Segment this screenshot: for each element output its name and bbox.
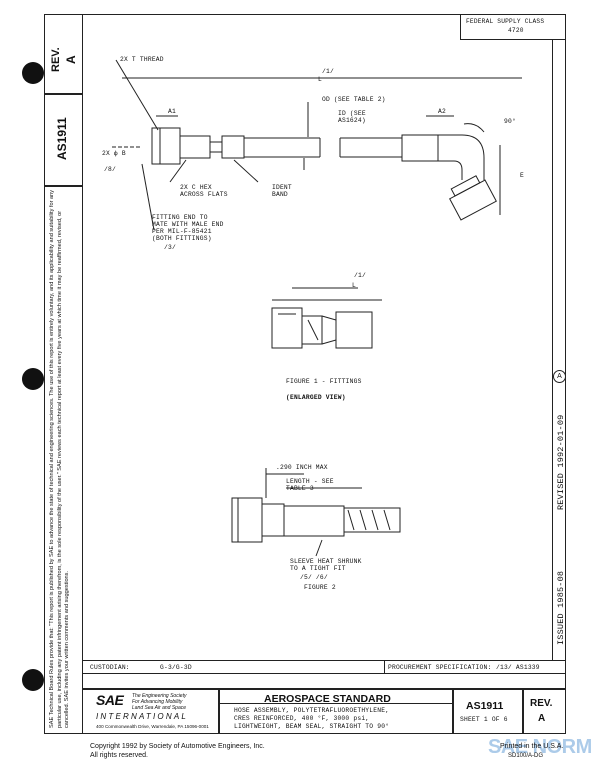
issued-date: ISSUED 1985-08 xyxy=(556,570,566,645)
binder-hole-top xyxy=(22,62,44,84)
federal-supply-class-label: FEDERAL SUPPLY CLASS xyxy=(466,18,545,25)
a1-label: A1 xyxy=(168,108,176,115)
federal-supply-class-value: 4720 xyxy=(508,27,524,34)
ident-callout: IDENT BAND xyxy=(272,184,292,198)
sae-logo: SAE xyxy=(96,692,124,708)
description-line-2: CRES REINFORCED, 400 °F, 3000 psi, xyxy=(234,715,370,722)
e-label: E xyxy=(520,172,524,179)
od-callout: OD (SEE TABLE 2) xyxy=(322,96,386,103)
sheet-number: SHEET 1 OF 6 xyxy=(460,716,508,723)
printed-in-usa: Printed in the U.S.A. xyxy=(500,743,564,750)
federal-supply-class-box xyxy=(460,14,566,40)
note8-label: /8/ xyxy=(104,166,116,173)
custodian-value: G-3/G-3D xyxy=(160,664,192,671)
max-dimension: .290 INCH MAX xyxy=(276,464,328,471)
left-id-strip xyxy=(44,14,83,734)
sae-tagline-3: Land Sea Air and Space xyxy=(132,705,187,711)
sae-tagline-2: For Advancing Mobility xyxy=(132,699,183,705)
revision-mark-circle: A xyxy=(553,370,566,383)
procurement-value: /13/ AS1339 xyxy=(496,664,540,671)
description-line-1: HOSE ASSEMBLY, POLYTETRAFLUOROETHYLENE, xyxy=(234,707,390,714)
document-code: SD100/A-DG xyxy=(508,753,544,759)
standard-title: AEROSPACE STANDARD xyxy=(264,693,391,705)
figure1-hose-assembly-drawing xyxy=(112,59,522,231)
two-x-b-label: 2X ф B xyxy=(102,150,126,157)
length-label: L xyxy=(318,76,322,83)
left-doc-number: AS1911 xyxy=(55,117,69,160)
left-rev-label: REV. xyxy=(50,47,62,72)
sae-norm-watermark: SAE NORM xyxy=(488,736,592,758)
title-rev-label: REV. xyxy=(530,698,553,709)
sae-international: INTERNATIONAL xyxy=(96,712,189,721)
title-rev-value: A xyxy=(538,713,546,724)
disclaimer-text: SAE Technical Board Rules provide that: … xyxy=(49,189,70,728)
note3-label: /3/ xyxy=(164,244,176,251)
thread-callout: 2X T THREAD xyxy=(120,56,164,63)
revision-mark: A xyxy=(557,373,562,380)
a2-label: A2 xyxy=(438,108,446,115)
right-sleeve xyxy=(401,134,439,162)
revised-date: REVISED 1992-01-09 xyxy=(556,414,566,510)
figure1-enlarged-view xyxy=(271,287,382,349)
binder-hole-middle xyxy=(22,368,44,390)
length-table3-callout: LENGTH - SEE TABLE 3 xyxy=(286,478,334,492)
sae-address: 400 Commonwealth Drive, Warrendale, PA 1… xyxy=(96,724,209,729)
hex-callout: 2X C HEX ACROSS FLATS xyxy=(180,184,228,198)
enlarged-length-label: L xyxy=(352,282,356,289)
left-fitting-body xyxy=(179,135,211,159)
procurement-label: PROCUREMENT SPECIFICATION: xyxy=(388,664,492,671)
figure2-drawing xyxy=(231,468,401,557)
custodian-row xyxy=(82,660,566,674)
enlarged-length-note: /1/ xyxy=(354,272,366,279)
length-note: /1/ xyxy=(322,68,334,75)
elbow-bend xyxy=(438,134,485,180)
angle-label: 90° xyxy=(504,118,516,125)
left-rev-value: A xyxy=(64,55,78,64)
left-fitting-nut xyxy=(151,127,181,165)
sae-tagline-1: The Engineering Society xyxy=(132,693,187,699)
figure1-subcaption: (ENLARGED VIEW) xyxy=(286,394,346,401)
title-doc-number: AS1911 xyxy=(466,700,504,712)
sleeve-callout: SLEEVE HEAT SHRUNK TO A TIGHT FIT xyxy=(290,558,362,572)
id-callout: ID (SEE AS1624) xyxy=(338,110,366,124)
figure2-caption: FIGURE 2 xyxy=(304,584,336,591)
copyright-line-2: All rights reserved. xyxy=(90,752,148,759)
right-strip-divider xyxy=(552,40,553,660)
figure1-caption: FIGURE 1 - FITTINGS xyxy=(286,378,362,385)
description-line-3: LIGHTWEIGHT, BEAM SEAL, STRAIGHT TO 90° xyxy=(234,723,390,730)
binder-hole-bottom xyxy=(22,669,44,691)
custodian-label: CUSTODIAN: xyxy=(90,664,130,671)
copyright-line-1: Copyright 1992 by Society of Automotive … xyxy=(90,743,265,750)
ident-band xyxy=(221,135,245,159)
fitting-callout: FITTING END TO MATE WITH MALE END PER MI… xyxy=(152,214,224,242)
sleeve-notes: /5/ /6/ xyxy=(300,574,328,581)
